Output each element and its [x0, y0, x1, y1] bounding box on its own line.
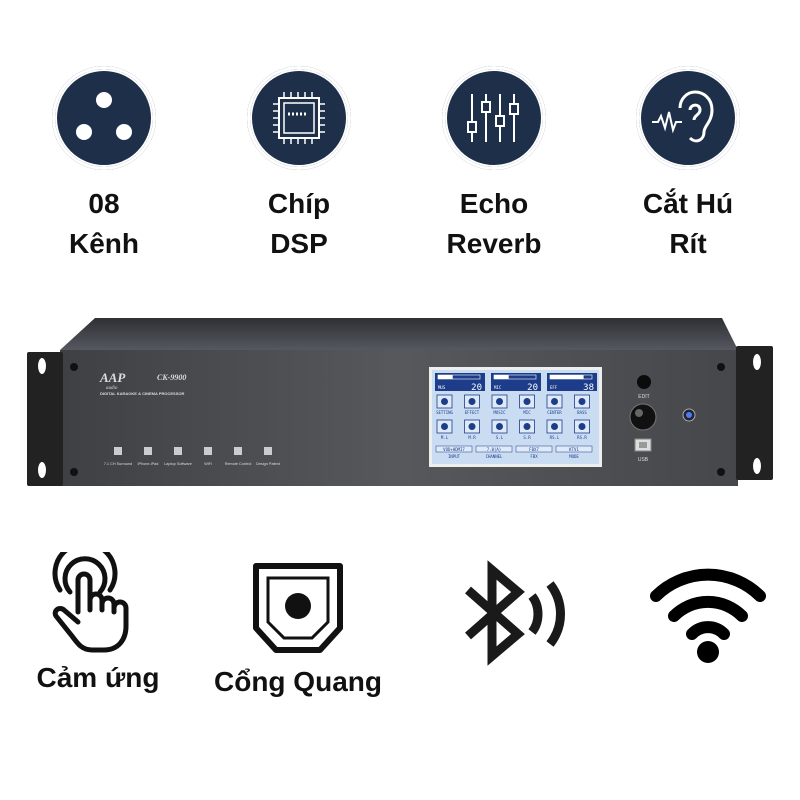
optical-port-icon: [253, 563, 343, 653]
model-name: CK-9900: [157, 373, 186, 382]
front-feature-icon: [174, 447, 182, 455]
feature-line2: Kênh: [69, 228, 139, 259]
screen-button-s-l[interactable]: S.L: [491, 419, 508, 440]
svg-text:MIC: MIC: [523, 410, 531, 415]
brand-logo: AAP: [99, 370, 126, 385]
processor-device: AAP audio CK-9900 DIGITAL KARAOKE & CINE…: [27, 318, 773, 486]
feature-line2: Reverb: [446, 228, 542, 259]
chassis-top: [60, 318, 738, 350]
level-value: 20: [527, 383, 538, 393]
screen-button-rs-r[interactable]: RS.R: [574, 419, 590, 440]
svg-text:MODE: MODE: [569, 454, 579, 459]
level-meter-mus[interactable]: MUS 20: [435, 373, 485, 393]
front-feature-label: iPhone-iPad: [138, 462, 159, 466]
front-feature-label: 7.1 CH Surround: [104, 462, 133, 466]
screen-button-m-l[interactable]: M.L: [436, 419, 453, 440]
level-meter-eff[interactable]: EFF 38: [547, 373, 597, 393]
feature-line1: Echo: [459, 188, 529, 219]
screen-button-setting[interactable]: SETTING: [436, 394, 454, 415]
dsp-chip-icon: [247, 66, 351, 170]
svg-text:S.L: S.L: [496, 435, 504, 440]
front-feature-label: Design Patent: [256, 462, 281, 466]
feature-line1: 08: [88, 188, 120, 219]
usb-label: USB: [638, 457, 649, 463]
level-value: 20: [471, 383, 482, 393]
svg-text:BASS: BASS: [577, 410, 587, 415]
edit-button[interactable]: [637, 375, 651, 389]
equalizer-sliders-icon: [442, 66, 546, 170]
feature-line1: Cắt Hú: [642, 188, 734, 219]
screen-button-effect[interactable]: EFFECT: [464, 394, 480, 415]
xlr-connector-icon: [52, 66, 156, 170]
touch-label: Cảm ứng: [36, 662, 160, 693]
level-label: MUS: [438, 385, 446, 390]
rack-ear-left: [27, 352, 63, 486]
svg-text:SETTING: SETTING: [436, 410, 453, 415]
touch-hand-icon: [52, 552, 129, 653]
feature-line2: Rít: [669, 228, 707, 259]
level-meter-mic[interactable]: MIC 20: [491, 373, 541, 393]
screen-button-center[interactable]: CENTER: [546, 394, 563, 415]
front-feature-label: Laptop Software: [164, 462, 192, 466]
svg-text:7.0(A): 7.0(A): [487, 447, 501, 452]
status-field-channel[interactable]: 7.0(A) CHANNEL: [475, 445, 513, 459]
front-feature-label: Remote Control: [225, 462, 252, 466]
rack-ear-right: [736, 346, 773, 480]
svg-text:CHANNEL: CHANNEL: [486, 454, 503, 459]
screen-button-rs-l[interactable]: RS.L: [546, 419, 563, 440]
ear-soundwave-icon: [636, 66, 740, 170]
svg-text:M.R: M.R: [468, 435, 476, 440]
screen-button-music[interactable]: MUSIC: [491, 394, 508, 415]
wifi-icon: [650, 568, 766, 663]
brand-sub: audio: [106, 386, 118, 391]
screen-button-mic[interactable]: MIC: [519, 394, 535, 415]
svg-text:S.R: S.R: [523, 435, 531, 440]
optical-label: Cổng Quang: [214, 666, 382, 697]
device-subtitle: DIGITAL KARAOKE & CINEMA PROCESSOR: [100, 391, 184, 396]
screen-button-s-r[interactable]: S.R: [519, 419, 535, 440]
front-panel: [60, 350, 738, 486]
front-feature-icon: [114, 447, 122, 455]
front-feature-icon: [204, 447, 212, 455]
svg-text:FBX7: FBX7: [529, 447, 539, 452]
front-feature-icon: [144, 447, 152, 455]
front-feature-icon: [264, 447, 272, 455]
svg-text:RS.L: RS.L: [550, 435, 560, 440]
svg-text:EFFECT: EFFECT: [465, 410, 480, 415]
level-label: MIC: [494, 385, 502, 390]
front-feature-label: WiFi: [204, 462, 212, 466]
svg-text:KTV1: KTV1: [569, 447, 579, 452]
svg-text:CENTER: CENTER: [547, 410, 562, 415]
feature-line2: DSP: [270, 228, 328, 259]
level-label: EFF: [550, 385, 558, 390]
feature-line1: Chíp: [267, 188, 331, 219]
svg-text:VOD+HDMI7: VOD+HDMI7: [443, 447, 465, 452]
level-value: 38: [583, 383, 594, 393]
bluetooth-icon: [465, 560, 565, 666]
screen-button-bass[interactable]: BASS: [574, 394, 590, 415]
volume-knob[interactable]: [629, 403, 657, 431]
edit-label: EDIT: [638, 394, 649, 400]
feature-anti-feedback: Cắt Hú Rít: [598, 66, 778, 264]
screen-button-m-r[interactable]: M.R: [464, 419, 480, 440]
svg-text:M.L: M.L: [441, 435, 449, 440]
svg-text:INPUT: INPUT: [448, 454, 461, 459]
svg-text:FBX: FBX: [530, 454, 538, 459]
svg-text:RS.R: RS.R: [577, 435, 587, 440]
svg-text:MUSIC: MUSIC: [493, 410, 506, 415]
front-feature-icon: [234, 447, 242, 455]
